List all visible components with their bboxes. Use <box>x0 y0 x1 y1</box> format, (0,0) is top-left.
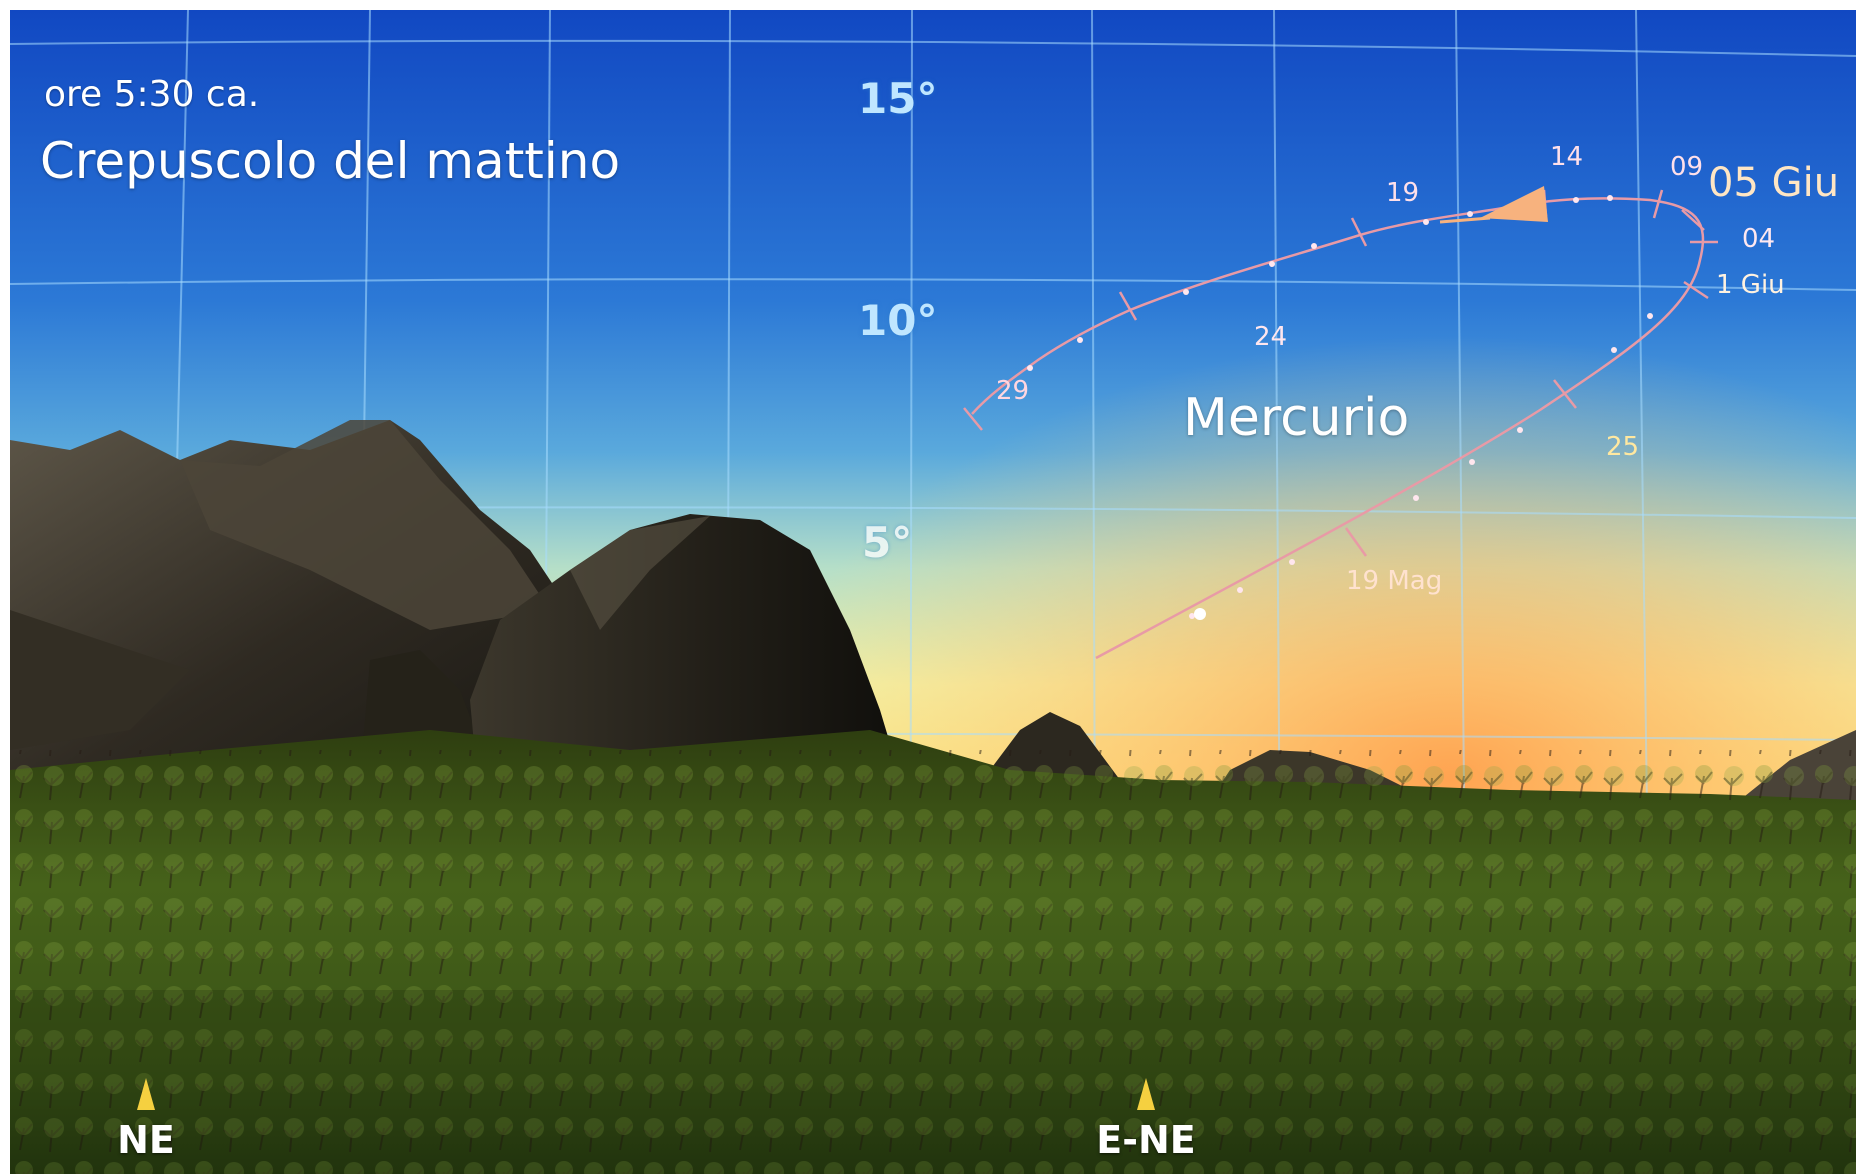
date-label-24: 24 <box>1254 322 1288 352</box>
date-label-09: 09 <box>1670 152 1704 182</box>
date-label-19mag: 19 Mag <box>1346 566 1443 596</box>
sky-scene <box>10 10 1856 1174</box>
mercury-track <box>971 197 1705 660</box>
mercury-marker <box>1194 608 1206 620</box>
time-label: ore 5:30 ca. <box>44 74 260 115</box>
compass-arrow-icon <box>1137 1078 1155 1110</box>
date-label-19: 19 <box>1386 178 1420 208</box>
direction-arrow <box>1480 186 1548 222</box>
date-label-1giu: 1 Giu <box>1716 270 1785 300</box>
compass-marker-ene: E-NE <box>1086 1078 1206 1162</box>
page-title: Crepuscolo del mattino <box>40 132 621 190</box>
date-label-14: 14 <box>1550 142 1584 172</box>
altitude-label-15: 15° <box>858 74 938 123</box>
sky-svg <box>10 10 1856 1174</box>
compass-label-ene: E-NE <box>1096 1118 1196 1162</box>
date-label-04: 04 <box>1742 224 1776 254</box>
planet-name: Mercurio <box>1183 388 1410 448</box>
compass-label-ne: NE <box>117 1118 175 1162</box>
altitude-label-10: 10° <box>858 296 938 345</box>
mercury-track-dots <box>1027 195 1653 619</box>
compass-marker-ne: NE <box>86 1078 206 1162</box>
date-label-29: 29 <box>996 376 1030 406</box>
date-label-25: 25 <box>1606 432 1640 462</box>
compass-arrow-icon <box>137 1078 155 1110</box>
date-label-05giu: 05 Giu <box>1708 160 1840 206</box>
altitude-label-5: 5° <box>862 518 913 567</box>
